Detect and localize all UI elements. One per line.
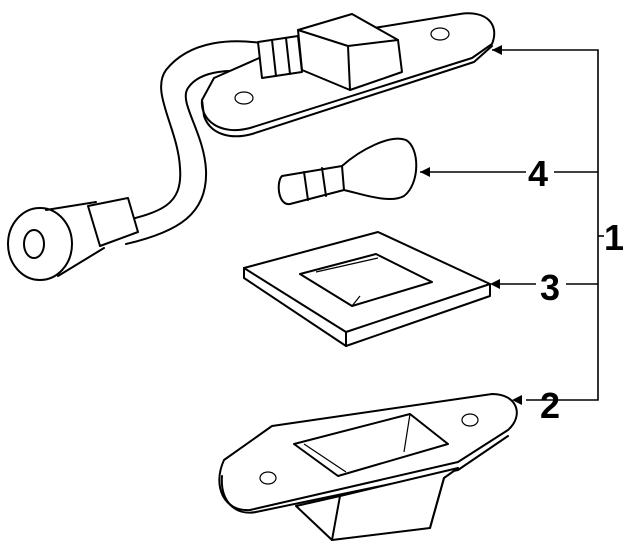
bulb-part	[277, 137, 418, 206]
arrowhead-2	[512, 395, 522, 405]
arrowhead-1	[492, 45, 502, 55]
gasket-part	[243, 231, 491, 347]
bracket-leader-1	[492, 49, 599, 401]
lens-housing-part	[218, 393, 518, 541]
leader-lines	[420, 45, 604, 405]
callout-4: 4	[528, 153, 548, 194]
callout-2: 2	[540, 385, 560, 426]
callout-3: 3	[540, 267, 560, 308]
arrowhead-4	[420, 167, 430, 177]
callout-1: 1	[604, 217, 624, 258]
socket-harness-assembly	[7, 12, 496, 281]
arrowhead-3	[490, 279, 500, 289]
